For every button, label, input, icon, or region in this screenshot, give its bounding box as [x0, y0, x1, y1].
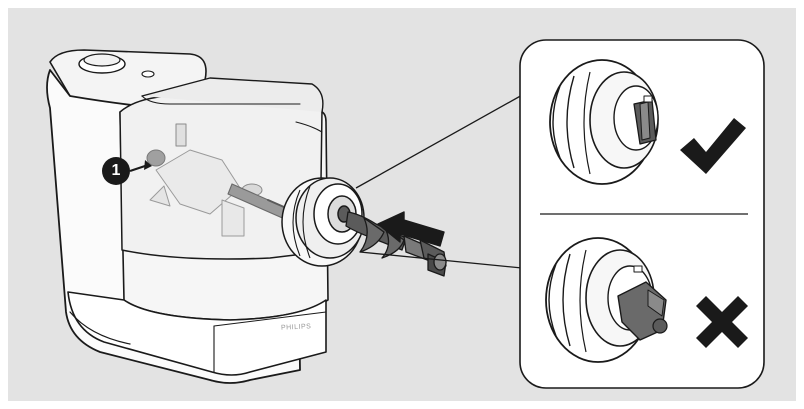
wrong-assembly-view	[545, 237, 668, 363]
zoom-callout-lines	[355, 93, 525, 269]
step-number: 1	[111, 162, 121, 179]
correct-assembly-view	[549, 59, 659, 185]
pasta-maker-body	[46, 49, 329, 384]
cross-mark-icon	[696, 296, 748, 348]
check-mark-icon	[680, 118, 746, 174]
insert-direction-arrow-icon	[377, 211, 445, 247]
front-ring-assembly	[281, 177, 365, 267]
step-number-badge	[102, 157, 152, 185]
